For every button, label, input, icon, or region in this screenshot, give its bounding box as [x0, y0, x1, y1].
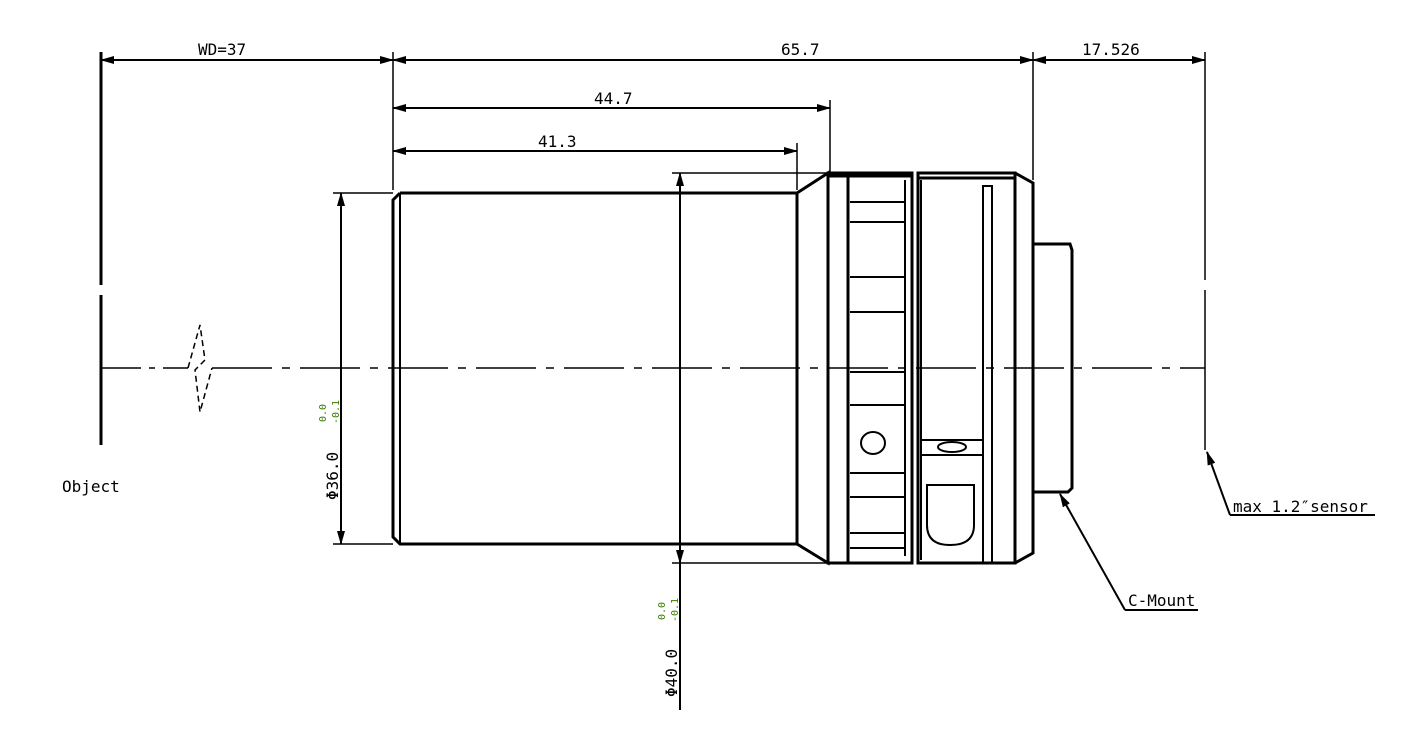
sensor-leader: [1206, 451, 1231, 516]
barrel-tol-upper: 0.0: [318, 404, 329, 422]
sensor-label: max 1.2″sensor: [1233, 497, 1368, 516]
c-mount-thread: [1033, 242, 1074, 494]
extension-lines: [333, 52, 1034, 564]
optical-axis: [101, 324, 1205, 413]
barrel-diameter-label: Φ36.0: [323, 452, 342, 500]
total-length-label: 65.7: [781, 40, 820, 59]
barrel-tol-lower: -0.1: [331, 400, 342, 424]
mount-label: C-Mount: [1128, 591, 1195, 610]
max-diameter-label: Φ40.0: [662, 649, 681, 697]
barrel-length-label: 41.3: [538, 132, 577, 151]
wd-label: WD=37: [198, 40, 246, 59]
object-label: Object: [62, 477, 120, 496]
max-tol-upper: 0.0: [657, 602, 668, 620]
back-focal-label: 17.526: [1082, 40, 1140, 59]
max-tol-lower: -0.1: [670, 598, 681, 622]
iris-ring: [916, 171, 1035, 565]
ring-length-label: 44.7: [594, 89, 633, 108]
focus-ring: [826, 171, 914, 565]
mount-leader: [1059, 493, 1126, 611]
lock-screw-icon: [860, 431, 886, 455]
